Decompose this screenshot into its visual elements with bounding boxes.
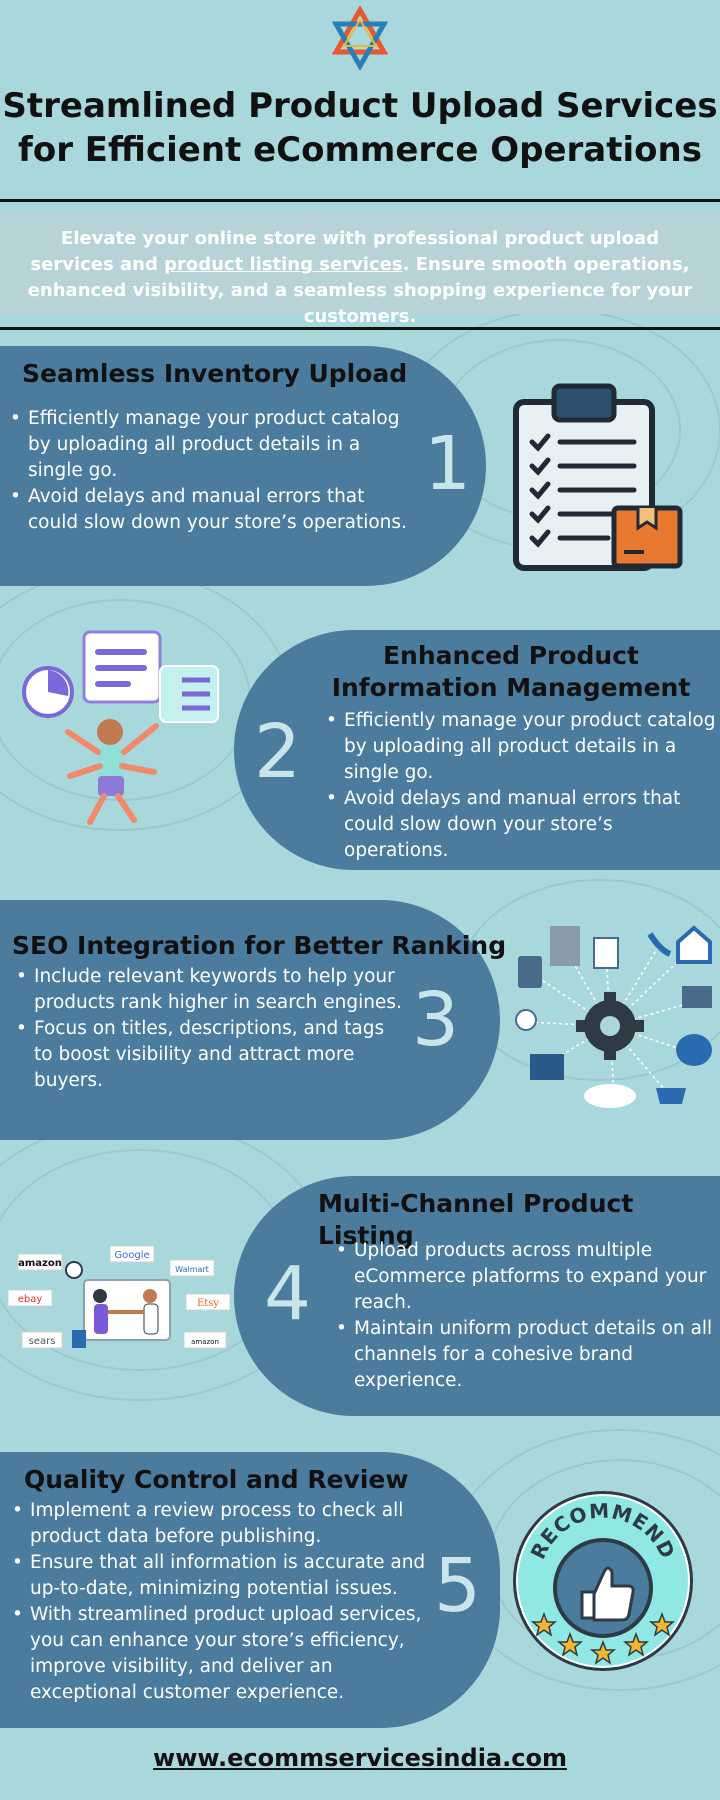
marketplace-logo-amazon: amazon — [18, 1258, 62, 1269]
divider-bottom — [0, 327, 720, 330]
multitasking-person-icon — [22, 630, 219, 825]
clipboard-checklist-icon — [513, 383, 683, 571]
list-item: Efficiently manage your product catalog … — [8, 406, 408, 484]
list-item: Avoid delays and manual errors that coul… — [8, 484, 408, 536]
intro-part-2: . Ensure smooth operations, enhanced vis… — [27, 254, 693, 327]
section-5-number: 5 — [434, 1543, 482, 1629]
marketplace-handshake-icon: amazon Google Walmart ebay Etsy sears am… — [7, 1245, 231, 1349]
list-item: Implement a review process to check all … — [10, 1498, 430, 1550]
marketplace-logo-amazon-2: amazon — [191, 1338, 219, 1346]
list-item: Ensure that all information is accurate … — [10, 1550, 430, 1602]
section-4-number: 4 — [264, 1251, 312, 1337]
section-3-title: SEO Integration for Better Ranking — [12, 931, 507, 960]
marketplace-logo-ebay: ebay — [18, 1294, 43, 1305]
section-1-bullets: Efficiently manage your product catalog … — [8, 406, 408, 536]
intro-text: Elevate your online store with professio… — [20, 226, 700, 330]
section-2-bullets: Efficiently manage your product catalog … — [324, 708, 716, 864]
list-item: Upload products across multiple eCommerc… — [334, 1238, 716, 1316]
marketplace-logo-walmart: Walmart — [175, 1265, 209, 1274]
list-item: With streamlined product upload services… — [10, 1602, 430, 1706]
section-5-bullets: Implement a review process to check all … — [10, 1498, 430, 1706]
section-2-number: 2 — [254, 709, 302, 795]
list-item: Maintain uniform product details on all … — [334, 1316, 716, 1394]
intro-band — [0, 212, 720, 314]
intro-part-1: Elevate your online store with professio… — [30, 228, 660, 275]
star-of-david-logo-icon — [332, 6, 388, 70]
list-item: Avoid delays and manual errors that coul… — [324, 786, 716, 864]
page-title: Streamlined Product Upload Services for … — [0, 84, 720, 172]
marketplace-logo-etsy: Etsy — [197, 1298, 219, 1309]
footer-website-link[interactable]: www.ecommservicesindia.com — [153, 1744, 567, 1772]
list-item: Efficiently manage your product catalog … — [324, 708, 716, 786]
marketplace-logo-sears: sears — [29, 1336, 56, 1347]
section-3-bullets: Include relevant keywords to help your p… — [14, 964, 404, 1094]
section-1-number: 1 — [424, 421, 472, 507]
section-1-title: Seamless Inventory Upload — [22, 359, 408, 388]
network-gear-icon — [515, 925, 712, 1108]
product-listing-services-link[interactable]: product listing services — [164, 254, 403, 275]
section-5-title: Quality Control and Review — [24, 1465, 409, 1494]
list-item: Include relevant keywords to help your p… — [14, 964, 404, 1016]
list-item: Focus on titles, descriptions, and tags … — [14, 1016, 404, 1094]
section-4-title: Multi-Channel Product Listing — [318, 1189, 634, 1250]
title-line-1: Streamlined Product Upload Services — [2, 86, 718, 126]
title-line-2: for Efficient eCommerce Operations — [18, 130, 702, 170]
section-2-title: Enhanced Product Information Management — [331, 641, 691, 702]
section-3-number: 3 — [412, 977, 460, 1063]
divider-top — [0, 199, 720, 202]
marketplace-logo-google: Google — [114, 1250, 149, 1261]
recommend-thumbs-up-icon: RECOMMEND — [513, 1491, 693, 1671]
section-4-bullets: Upload products across multiple eCommerc… — [334, 1238, 716, 1394]
